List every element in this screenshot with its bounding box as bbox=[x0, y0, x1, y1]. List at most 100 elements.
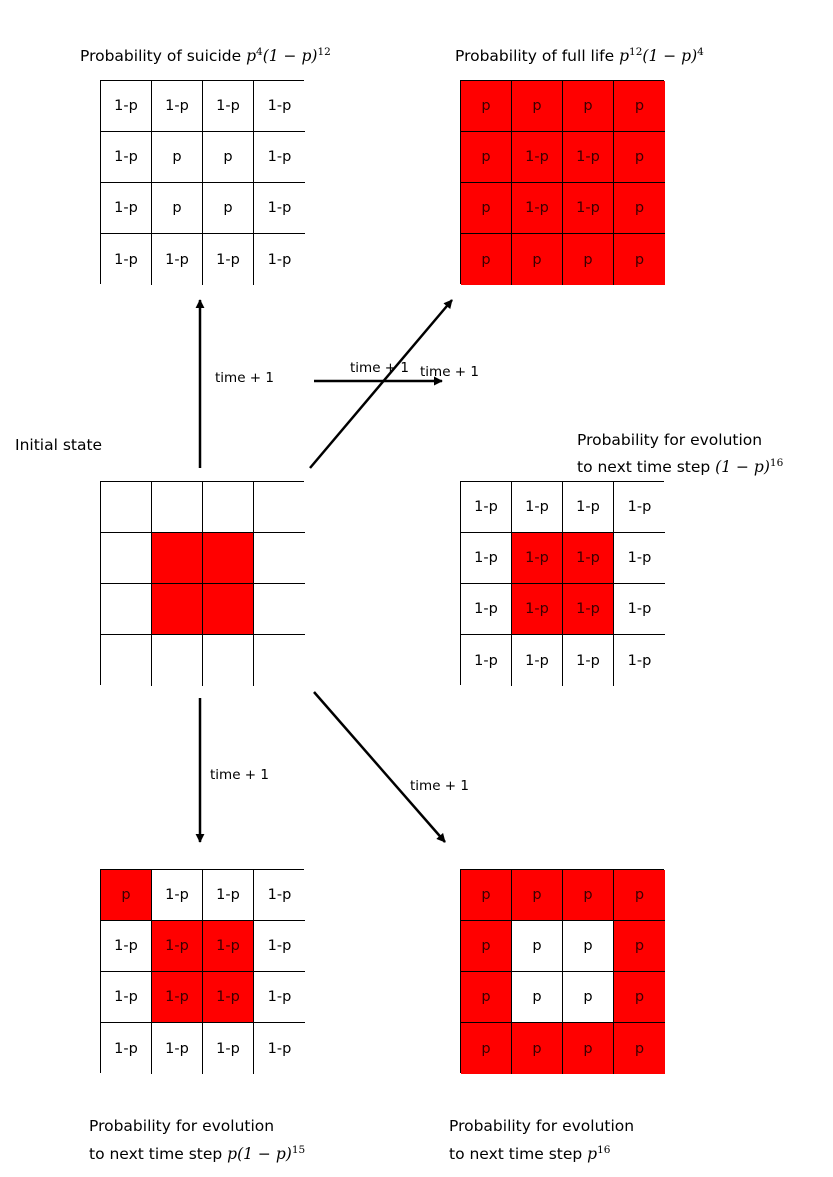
time-step-label: time + 1 bbox=[420, 364, 479, 380]
grid-cell: 1-p bbox=[563, 482, 614, 533]
grid-cell: 1-p bbox=[203, 870, 254, 921]
grid-cell: 1-p bbox=[614, 482, 665, 533]
grid-cell: 1-p bbox=[101, 183, 152, 234]
grid-cell bbox=[101, 584, 152, 635]
grid-cell bbox=[101, 482, 152, 533]
grid-cell bbox=[152, 635, 203, 686]
grid-cell: 1-p bbox=[203, 81, 254, 132]
p-exponent: 4 bbox=[256, 46, 263, 58]
initial-state-label: Initial state bbox=[15, 436, 103, 454]
grid-cell bbox=[203, 533, 254, 584]
grid-cell: p bbox=[512, 972, 563, 1023]
grid-cell: 1-p bbox=[101, 234, 152, 285]
grid-cell: p bbox=[512, 921, 563, 972]
grid-cell: 1-p bbox=[152, 234, 203, 285]
grid-cell: p bbox=[512, 870, 563, 921]
grid-cell: p bbox=[563, 1023, 614, 1074]
grid-cell: 1-p bbox=[614, 635, 665, 686]
grid-cell: 1-p bbox=[512, 584, 563, 635]
grid-cell: 1-p bbox=[461, 482, 512, 533]
grid-cell: p bbox=[563, 870, 614, 921]
p-exponent: 12 bbox=[629, 46, 643, 58]
q-exponent: 4 bbox=[697, 46, 704, 58]
caption-text: to next time step bbox=[89, 1145, 228, 1164]
grid-cell: p bbox=[461, 1023, 512, 1074]
evolution-p16-caption-line2: to next time step p16 bbox=[449, 1139, 610, 1165]
grid-cell: p bbox=[512, 81, 563, 132]
grid-cell: 1-p bbox=[563, 635, 614, 686]
time-step-label: time + 1 bbox=[410, 778, 469, 794]
caption-text: Probability of full life bbox=[455, 47, 620, 66]
grid-cell: 1-p bbox=[512, 183, 563, 234]
q-exponent: 12 bbox=[317, 46, 331, 58]
grid-cell: p bbox=[614, 234, 665, 285]
grid-cell bbox=[254, 584, 305, 635]
grid-cell bbox=[152, 533, 203, 584]
grid-cell: 1-p bbox=[254, 132, 305, 183]
grid-cell: 1-p bbox=[254, 234, 305, 285]
q-exponent: 15 bbox=[291, 1144, 306, 1156]
grid-cell: 1-p bbox=[563, 584, 614, 635]
grid-cell: 1-p bbox=[152, 1023, 203, 1074]
grid-cell: p bbox=[512, 234, 563, 285]
grid-cell: p bbox=[614, 921, 665, 972]
grid-cell: p bbox=[101, 870, 152, 921]
grid-cell: p bbox=[614, 183, 665, 234]
grid-cell: 1-p bbox=[512, 482, 563, 533]
grid-cell: 1-p bbox=[152, 81, 203, 132]
grid-cell: 1-p bbox=[203, 921, 254, 972]
grid-cell: 1-p bbox=[614, 533, 665, 584]
grid-cell: p bbox=[461, 921, 512, 972]
grid-cell: p bbox=[461, 81, 512, 132]
grid-cell: 1-p bbox=[203, 1023, 254, 1074]
caption-text: to next time step bbox=[577, 458, 716, 477]
grid-cell: p bbox=[614, 132, 665, 183]
grid-cell bbox=[203, 635, 254, 686]
grid-cell: 1-p bbox=[563, 132, 614, 183]
grid-cell: 1-p bbox=[254, 81, 305, 132]
grid-cell bbox=[101, 533, 152, 584]
grid-cell: 1-p bbox=[563, 533, 614, 584]
evolution-pq15-caption-line2: to next time step p(1 − p)15 bbox=[89, 1139, 305, 1165]
grid-cell: p bbox=[614, 1023, 665, 1074]
grid-cell: 1-p bbox=[512, 533, 563, 584]
grid-cell: 1-p bbox=[461, 635, 512, 686]
p-exponent: 16 bbox=[597, 1144, 611, 1156]
evolution-pq15-caption-line1: Probability for evolution bbox=[89, 1117, 275, 1135]
evolution-q16-caption-line1: Probability for evolution bbox=[577, 431, 763, 449]
probability-formula: p12(1 − p)4 bbox=[619, 46, 704, 66]
grid-cell: 1-p bbox=[203, 234, 254, 285]
grid-cell: 1-p bbox=[512, 132, 563, 183]
grid-cell: 1-p bbox=[152, 972, 203, 1023]
grid-cell: p bbox=[203, 132, 254, 183]
suicide-caption: Probability of suicide p4(1 − p)12 bbox=[80, 41, 331, 67]
time-step-label: time + 1 bbox=[215, 370, 274, 386]
full-life-caption: Probability of full life p12(1 − p)4 bbox=[455, 41, 704, 67]
grid-cell: p bbox=[461, 234, 512, 285]
probability-formula: p(1 − p)15 bbox=[227, 1144, 306, 1164]
q-exponent: 16 bbox=[769, 457, 784, 469]
grid-cell: p bbox=[512, 1023, 563, 1074]
grid-cell: p bbox=[152, 183, 203, 234]
grid-cell: p bbox=[563, 81, 614, 132]
grid-cell: p bbox=[152, 132, 203, 183]
evolution-q16-caption-line2: to next time step (1 − p)16 bbox=[577, 452, 783, 478]
grid-cell: 1-p bbox=[152, 921, 203, 972]
grid-cell: 1-p bbox=[101, 132, 152, 183]
evolution-p16-caption-line1: Probability for evolution bbox=[449, 1117, 635, 1135]
grid-cell: 1-p bbox=[254, 870, 305, 921]
grid-cell: 1-p bbox=[563, 183, 614, 234]
grid-cell bbox=[101, 635, 152, 686]
grid-cell bbox=[203, 584, 254, 635]
grid-cell: p bbox=[461, 870, 512, 921]
grid-cell: p bbox=[461, 132, 512, 183]
grid-cell: 1-p bbox=[614, 584, 665, 635]
initial-state-grid bbox=[100, 481, 305, 686]
